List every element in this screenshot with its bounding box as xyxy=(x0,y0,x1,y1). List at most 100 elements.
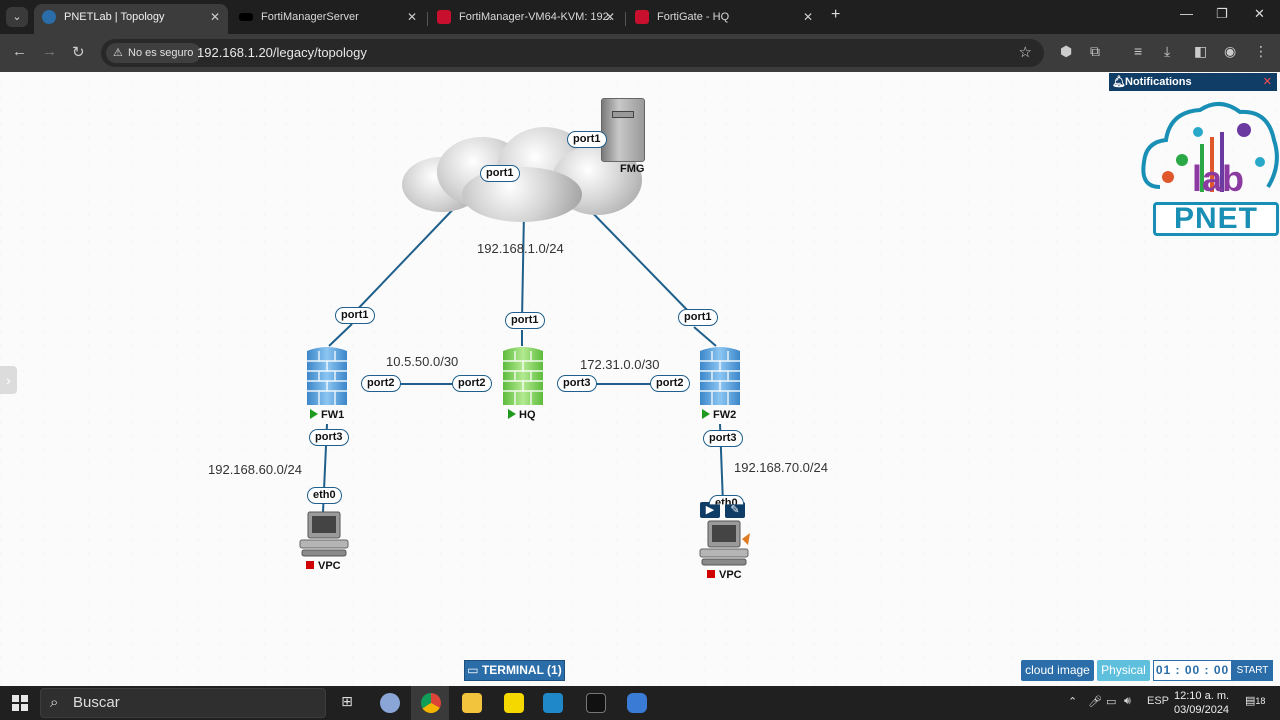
tab-pnetlab-topology[interactable]: PNETLab | Topology ✕ xyxy=(34,4,228,34)
language-indicator[interactable]: ESP xyxy=(1147,695,1170,707)
logo-lab-text: lab xyxy=(1192,158,1245,199)
monitor-icon: ▭ xyxy=(467,663,482,677)
hq-label[interactable]: HQ xyxy=(508,409,536,421)
terminal-app-icon[interactable] xyxy=(586,693,606,713)
chrome-icon[interactable] xyxy=(421,693,441,713)
start-node-icon[interactable]: ▶ xyxy=(700,502,720,518)
cloud-image-button[interactable]: cloud image xyxy=(1021,660,1094,681)
timer-start-button[interactable]: START xyxy=(1232,660,1273,681)
lab-timer[interactable]: 01 : 00 : 00 xyxy=(1153,660,1232,681)
sidebar-expand-chevron-icon[interactable]: › xyxy=(0,366,17,394)
vpc2-eth0-label[interactable]: eth0 xyxy=(709,495,744,505)
vpc2-computer-icon[interactable] xyxy=(698,519,750,567)
maximize-icon[interactable]: ❐ xyxy=(1216,6,1228,21)
tab-close-icon[interactable]: ✕ xyxy=(406,10,417,24)
fw1-lan-network-label[interactable]: 192.168.60.0/24 xyxy=(208,462,302,477)
tab-close-icon[interactable]: ✕ xyxy=(802,10,813,24)
fw2-label[interactable]: FW2 xyxy=(702,409,736,421)
fortinet-favicon-icon xyxy=(437,10,451,24)
tab-fortimanagerserver[interactable]: FortiManagerServer ✕ xyxy=(231,4,425,34)
bookmark-star-icon[interactable]: ☆ xyxy=(1018,44,1032,61)
fortinet-favicon-icon xyxy=(635,10,649,24)
fmg-port1-label[interactable]: port1 xyxy=(567,131,607,148)
link-cloud-fw2[interactable] xyxy=(579,199,695,318)
pnetlab-favicon-icon xyxy=(42,10,56,24)
window-close-icon[interactable]: ✕ xyxy=(1254,6,1265,21)
warning-icon: ⚠ xyxy=(113,47,123,59)
vpc1-label[interactable]: VPC xyxy=(306,560,341,572)
fw2-firewall-icon[interactable] xyxy=(698,345,742,407)
sticky-notes-icon[interactable] xyxy=(504,693,524,713)
fw2-port2-label[interactable]: port2 xyxy=(650,375,690,392)
terminal-button[interactable]: ▭ TERMINAL (1) xyxy=(464,660,565,681)
fw2-lan-network-label[interactable]: 192.168.70.0/24 xyxy=(734,460,828,475)
mgmt-network-label[interactable]: 192.168.1.0/24 xyxy=(477,241,564,256)
security-chip[interactable]: ⚠ No es seguro xyxy=(106,43,202,63)
link-cloud-hq[interactable] xyxy=(521,211,525,321)
vpc1-computer-icon[interactable] xyxy=(298,510,350,558)
fmg-server-icon[interactable] xyxy=(601,98,645,162)
profile-avatar-icon[interactable]: ◉ xyxy=(1224,43,1237,59)
vpc2-label[interactable]: VPC xyxy=(707,569,742,581)
file-explorer-icon[interactable] xyxy=(462,693,482,713)
menu-kebab-icon[interactable]: ⋮ xyxy=(1254,43,1268,59)
tab-separator xyxy=(625,12,626,26)
side-panel-icon[interactable]: ◧ xyxy=(1194,43,1208,59)
back-icon[interactable]: ← xyxy=(12,43,27,60)
taskbar-search-input[interactable]: ⌕ Buscar xyxy=(40,688,326,718)
notifications-close-icon[interactable]: ✕ xyxy=(1262,76,1272,88)
hq-port2-label[interactable]: port2 xyxy=(452,375,492,392)
address-bar[interactable]: ⚠ No es seguro 192.168.1.20/legacy/topol… xyxy=(101,39,1044,67)
topology-canvas[interactable]: FMG FW1 HQ xyxy=(0,72,1280,686)
cloud-port1-label[interactable]: port1 xyxy=(480,165,520,182)
fw1-port1-label[interactable]: port1 xyxy=(335,307,375,324)
running-status-icon xyxy=(702,409,710,419)
pnetlab-logo-icon xyxy=(1141,102,1279,192)
windows-start-icon[interactable] xyxy=(12,695,28,711)
microphone-icon[interactable]: 🎤︎ xyxy=(1088,696,1102,708)
fw1-port3-label[interactable]: port3 xyxy=(309,429,349,446)
fw1-firewall-icon[interactable] xyxy=(305,345,349,407)
stopped-status-icon xyxy=(306,561,314,569)
fw1-label[interactable]: FW1 xyxy=(310,409,344,421)
app-icon-blue[interactable] xyxy=(543,693,563,713)
volume-icon[interactable]: 🔊︎ xyxy=(1124,695,1131,707)
fw1-hq-network-label[interactable]: 10.5.50.0/30 xyxy=(386,354,459,369)
url-text[interactable]: 192.168.1.20/legacy/topology xyxy=(197,45,367,60)
hq-firewall-icon[interactable] xyxy=(501,345,545,407)
notification-center-icon[interactable]: ▤18 xyxy=(1245,695,1266,707)
minimize-icon[interactable]: — xyxy=(1180,6,1193,21)
media-control-icon[interactable]: ≡ xyxy=(1134,43,1143,59)
logo-pnet-text: PNET xyxy=(1153,202,1279,236)
fw2-port1-label[interactable]: port1 xyxy=(678,309,718,326)
hq-port1-label[interactable]: port1 xyxy=(505,312,545,329)
tab-fortigate-hq[interactable]: FortiGate - HQ ✕ xyxy=(627,4,821,34)
physical-button[interactable]: Physical xyxy=(1097,660,1150,681)
edit-node-icon[interactable]: ✎ xyxy=(725,502,745,518)
taskbar-clock[interactable]: 12:10 a. m. 03/09/2024 xyxy=(1174,690,1230,716)
app-icon[interactable] xyxy=(380,693,400,713)
forward-icon[interactable]: → xyxy=(42,43,57,60)
puzzle-extensions-icon[interactable]: ⧉ xyxy=(1090,43,1100,59)
battery-icon[interactable]: ▭ xyxy=(1106,696,1117,708)
link-cloud-fw1[interactable] xyxy=(351,199,463,316)
task-view-icon[interactable]: ⊞ xyxy=(341,693,353,709)
hq-port3-label[interactable]: port3 xyxy=(557,375,597,392)
fmg-label[interactable]: FMG xyxy=(620,163,645,175)
reload-icon[interactable]: ↻ xyxy=(72,44,85,61)
fw2-port3-label[interactable]: port3 xyxy=(703,430,743,447)
download-icon[interactable]: ⤓ xyxy=(1164,43,1171,59)
vpc1-eth0-label[interactable]: eth0 xyxy=(307,487,342,504)
fw1-port2-label[interactable]: port2 xyxy=(361,375,401,392)
browser-tab-strip: ⌄ PNETLab | Topology ✕ FortiManagerServe… xyxy=(0,0,1280,34)
extension-icon[interactable]: ⬢ xyxy=(1060,43,1073,59)
tab-close-icon[interactable]: ✕ xyxy=(209,10,220,24)
app-icon-screen[interactable] xyxy=(627,693,647,713)
tab-search-icon[interactable]: ⌄ xyxy=(6,7,28,27)
tab-close-icon[interactable]: ✕ xyxy=(604,10,615,24)
hq-fw2-network-label[interactable]: 172.31.0.0/30 xyxy=(580,357,660,372)
notifications-bar[interactable]: 🔔︎ Notifications ✕ xyxy=(1109,73,1277,91)
tab-fortimanager-vm[interactable]: FortiManager-VM64-KVM: 192. ✕ xyxy=(429,4,623,34)
new-tab-icon[interactable]: + xyxy=(831,6,841,23)
tray-chevron-icon[interactable]: ⌃ xyxy=(1068,696,1078,708)
